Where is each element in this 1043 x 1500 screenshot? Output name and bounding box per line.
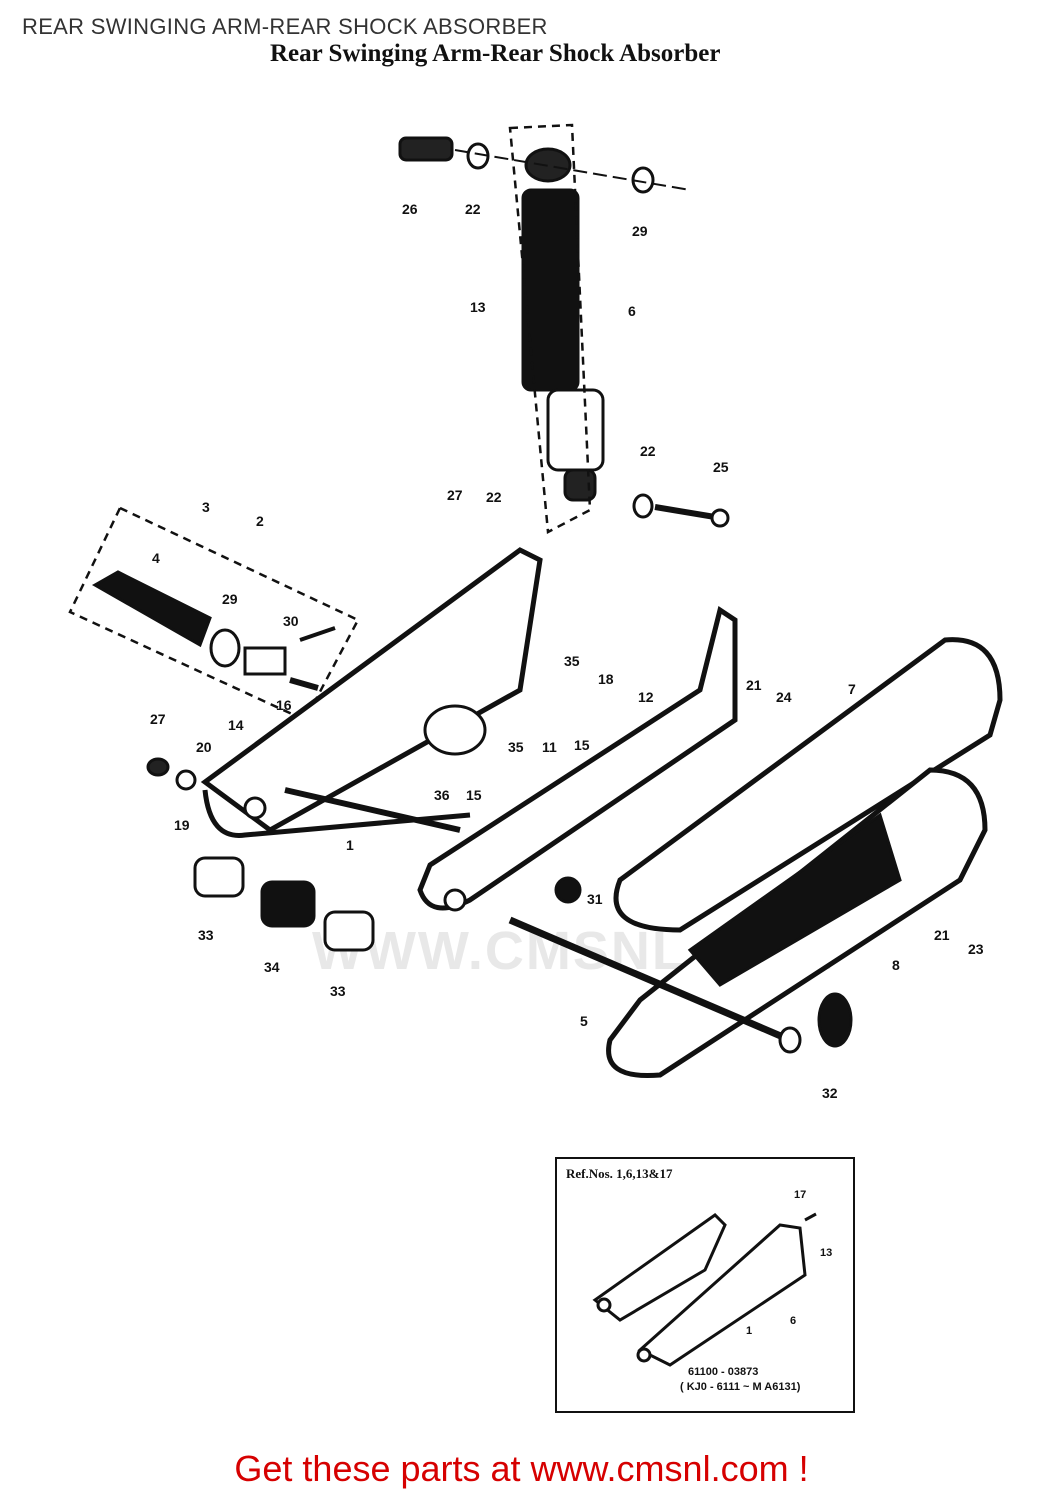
callout-label: 31 — [587, 891, 603, 907]
callout-label: 32 — [822, 1085, 838, 1101]
inset-callout: 6 — [790, 1315, 796, 1327]
callout-label: 2 — [256, 513, 264, 529]
exploded-parts-diagram: 26 22 29 13 6 22 25 27 22 3 2 4 29 30 16… — [68, 123, 1003, 1413]
callout-label: 22 — [486, 489, 502, 505]
callout-label: 29 — [222, 591, 238, 607]
callout-label: 33 — [198, 927, 214, 943]
diagram-title: Rear Swinging Arm-Rear Shock Absorber — [270, 40, 721, 67]
callout-label: 29 — [632, 223, 648, 239]
inset-callout: 17 — [794, 1189, 806, 1201]
callout-label: 12 — [638, 689, 654, 705]
callout-label: 5 — [580, 1013, 588, 1029]
callout-label: 27 — [447, 487, 463, 503]
callout-label: 4 — [152, 550, 160, 566]
footer-cta-link[interactable]: Get these parts at www.cmsnl.com ! — [234, 1448, 809, 1489]
inset-part-number: 61100 - 03873 — [688, 1366, 759, 1378]
callout-label: 3 — [202, 499, 210, 515]
callout-label: 35 — [564, 653, 580, 669]
swinging-arm — [146, 547, 738, 912]
callout-label: 8 — [892, 957, 900, 973]
callout-label: 14 — [228, 717, 244, 733]
callout-label: 15 — [466, 787, 482, 803]
callout-label: 22 — [640, 443, 656, 459]
callout-label: 21 — [746, 677, 762, 693]
callout-label: 15 — [574, 737, 590, 753]
callout-label: 13 — [470, 299, 486, 315]
footpeg-assembly — [68, 506, 360, 722]
callout-label: 18 — [598, 671, 614, 687]
callout-label: 33 — [330, 983, 346, 999]
bushings — [193, 856, 375, 952]
chain-case — [606, 637, 1003, 1079]
shock-absorber — [508, 123, 605, 534]
callout-label: 26 — [402, 201, 418, 217]
callout-label: 6 — [628, 303, 636, 319]
callout-label: 11 — [542, 739, 557, 755]
inset-callout: 13 — [820, 1247, 832, 1259]
callout-label: 23 — [968, 941, 984, 957]
inset-title: Ref.Nos. 1,6,13&17 — [566, 1166, 673, 1181]
inset-serial-range: ( KJ0 - 6111 ~ M A6131) — [680, 1381, 801, 1393]
callout-label: 21 — [934, 927, 950, 943]
callout-label: 20 — [196, 739, 212, 755]
callout-label: 30 — [283, 613, 299, 629]
lower-mount-bolt — [632, 493, 730, 528]
inset-reference-box: 17 13 6 1 — [555, 1157, 855, 1413]
page-header-title: REAR SWINGING ARM-REAR SHOCK ABSORBER — [22, 14, 548, 39]
inset-callout: 1 — [746, 1325, 752, 1337]
pivot-shaft — [508, 876, 853, 1054]
top-mount-bolt — [398, 136, 691, 194]
callout-label: 25 — [713, 459, 729, 475]
callout-label: 16 — [276, 697, 292, 713]
callout-label: 36 — [434, 787, 450, 803]
callout-label: 35 — [508, 739, 524, 755]
callout-label: 19 — [174, 817, 190, 833]
callout-label: 34 — [264, 959, 280, 975]
callout-label: 24 — [776, 689, 792, 705]
callout-label: 7 — [848, 681, 856, 697]
callout-label: 27 — [150, 711, 166, 727]
callout-label: 22 — [465, 201, 481, 217]
callout-label: 1 — [346, 837, 354, 853]
